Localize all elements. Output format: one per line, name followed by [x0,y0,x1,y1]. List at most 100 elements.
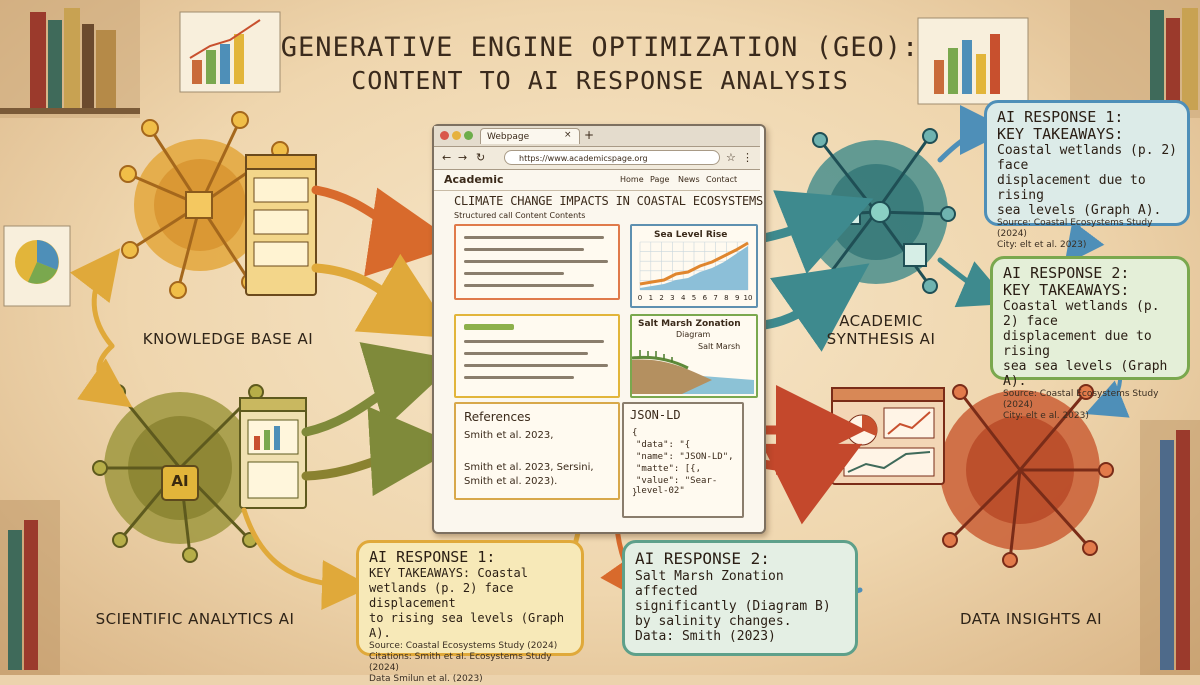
response-body-line: Salt Marsh Zonation affected [635,569,784,599]
ai-chip-icon: AI [171,472,189,490]
content-block-2 [454,314,620,398]
sea-level-x-tick: 8 [724,294,728,302]
bookshelf-left [0,0,140,675]
json-ld-heading: JSON-LD [630,408,681,422]
background-pie-chart [3,225,71,307]
nav-link-news[interactable]: News [678,175,700,184]
json-ld-line-1: { [632,428,638,438]
back-arrow-icon[interactable]: ← [442,151,452,164]
scientific-analytics-ai-label: SCIENTIFIC ANALYTICS AI [95,610,295,628]
sea-level-x-tick: 7 [713,294,717,302]
response-heading: AI RESPONSE 2: [635,549,770,568]
data-insights-panel [831,387,945,485]
browser-tab-bar: Webpage × + [434,126,760,147]
response-body-line: to rising sea levels (Graph A). [369,611,565,640]
bookmark-star-icon[interactable]: ☆ [726,151,736,164]
forward-arrow-icon[interactable]: → [458,151,468,164]
sea-level-x-tick: 10 [744,294,753,302]
reference-line-3: Smith et al. 2023). [464,476,558,487]
reference-line-1: Smith et al. 2023, [464,430,554,441]
sea-level-area [640,246,748,290]
ai-response-1-bottom: AI RESPONSE 1: KEY TAKEAWAYS: Coastal we… [356,540,584,684]
references-heading: References [464,410,531,424]
response-heading: AI RESPONSE 1: [997,108,1124,126]
nav-link-contact[interactable]: Contact [706,175,738,184]
background-chart-top-right [917,17,1029,105]
json-ld-line-6: } [632,488,638,498]
response-data: Data: Smith (2023) [635,629,776,644]
salt-marsh-illustration [632,350,754,394]
sea-level-chart-title: Sea Level Rise [654,230,728,240]
sea-level-x-tick: 6 [703,294,708,302]
response-subheading: KEY TAKEAWAYS: Coastal [369,566,528,580]
content-block-1 [454,224,620,300]
json-ld-line-5: "value": "Sear-level-02" [636,476,718,496]
response-body-line: significantly (Diagram B) [635,599,831,614]
response-body-line: sea levels (Graph A). [997,203,1162,218]
url-field[interactable]: https://www.academicspage.org [504,150,720,165]
json-ld-line-3: "name": "JSON-LD", [636,452,734,462]
ai-response-2-bottom: AI RESPONSE 2: Salt Marsh Zonation affec… [622,540,858,656]
response-citation: City: elt e al. 2023) [1003,411,1089,421]
response-citations: Citations: Smith et al. Ecosystems Study… [369,652,552,673]
salt-marsh-title: Salt Marsh Zonation [638,319,741,329]
academic-synthesis-ai-label-line2: SYNTHESIS AI [826,330,936,348]
academic-synthesis-ai-label-line1: ACADEMIC [839,312,923,330]
nav-link-page[interactable]: Page [650,175,670,184]
article-title: CLIMATE CHANGE IMPACTS IN COASTAL ECOSYS… [454,194,764,208]
sea-level-trend-line [639,241,749,286]
salt-marsh-label: Salt Marsh [698,342,741,351]
response-body-line: Coastal wetlands (p. 2) face [997,143,1178,173]
browser-tab[interactable]: Webpage [480,128,580,144]
academic-synthesis-ai-network [800,128,956,294]
bookshelf-right [1070,0,1200,675]
response-subheading: KEY TAKEAWAYS: [1003,281,1130,299]
close-window-dot-icon[interactable] [440,131,449,140]
references-box: References Smith et al. 2023, Smith et a… [454,402,620,500]
response-citation: City: elt et al. 2023) [997,240,1087,250]
response-subheading: KEY TAKEAWAYS: [997,125,1124,143]
salt-marsh-diagram: Salt Marsh Zonation Diagram Salt Marsh [630,314,758,398]
article-subtitle: Structured call Content Contents [454,211,586,220]
response-body-line: by salinity changes. [635,614,792,629]
response-source: Source: Coastal Ecosystems Study (2024) [1003,389,1159,410]
diagram-title-line2: CONTENT TO AI RESPONSE ANALYSIS [351,66,849,95]
knowledge-base-ai-network [119,111,289,299]
response-heading: AI RESPONSE 2: [1003,264,1130,282]
response-source: Source: Coastal Ecosystems Study (2024) [369,641,558,651]
nav-link-home[interactable]: Home [620,175,644,184]
sea-level-x-tick: 9 [735,294,739,302]
minimize-window-dot-icon[interactable] [452,131,461,140]
tab-close-icon[interactable]: × [564,130,572,140]
sea-level-x-tick: 0 [638,294,642,302]
json-ld-box: JSON-LD { "data": "{ "name": "JSON-LD", … [622,402,744,518]
ai-response-2-right: AI RESPONSE 2: KEY TAKEAWAYS: Coastal we… [990,256,1190,421]
sea-level-x-tick: 2 [659,294,663,302]
new-tab-icon[interactable]: + [584,128,595,142]
response-source: Source: Coastal Ecosystems Study (2024) [997,218,1153,239]
data-insights-ai-network [940,384,1114,568]
site-header: Academic Home Page News Contact [434,170,760,191]
site-brand[interactable]: Academic [444,173,504,186]
webpage-browser-window: Webpage × + ← → ↻ https://www.academicsp… [432,124,766,534]
sea-level-x-tick: 3 [670,294,674,302]
sea-level-x-tick: 1 [649,294,653,302]
ai-response-1-top-right: AI RESPONSE 1: KEY TAKEAWAYS: Coastal we… [984,100,1190,250]
browser-menu-icon[interactable]: ⋮ [742,151,753,164]
json-ld-line-4: "matte": [{, [636,464,702,474]
data-insights-ai-label: DATA INSIGHTS AI [959,610,1103,628]
response-body-line: displacement due to rising [1003,329,1152,359]
response-body-line: Coastal wetlands (p. 2) face [1003,299,1160,329]
response-body-line: sea sea levels (Graph A). [1003,359,1168,389]
knowledge-base-ai-label: KNOWLEDGE BASE AI [142,330,314,348]
reference-line-2: Smith et al. 2023, Sersini, [464,462,594,473]
reload-icon[interactable]: ↻ [476,151,486,164]
salt-marsh-subtitle: Diagram [676,330,711,339]
maximize-window-dot-icon[interactable] [464,131,473,140]
response-body-line: displacement due to rising [997,173,1146,203]
response-heading: AI RESPONSE 1: [369,548,496,566]
response-body-line: wetlands (p. 2) face displacement [369,581,514,610]
